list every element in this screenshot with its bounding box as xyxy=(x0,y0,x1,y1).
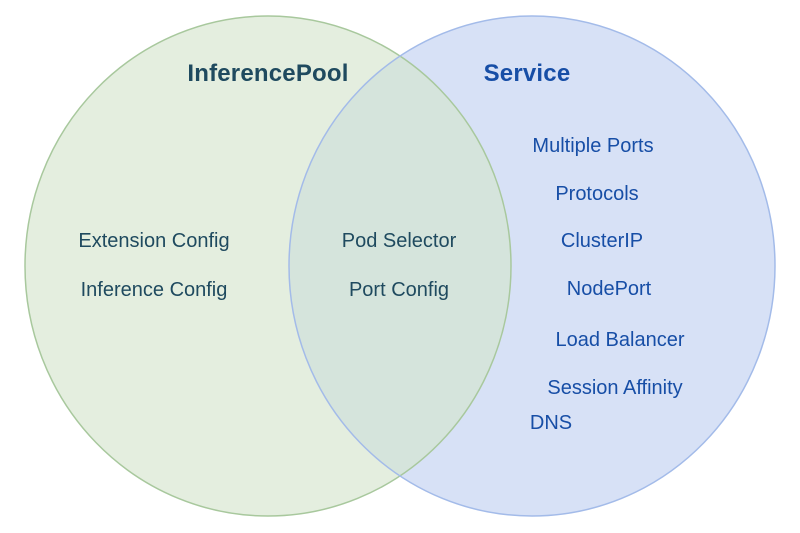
left-circle-outline xyxy=(24,15,512,517)
left-item: Inference Config xyxy=(80,279,228,301)
right-item: Session Affinity xyxy=(547,377,683,399)
left-item: Extension Config xyxy=(78,230,230,252)
right-item: Protocols xyxy=(555,183,639,205)
right-circle-outline xyxy=(288,15,776,517)
right-item: Load Balancer xyxy=(555,329,685,351)
right-circle-title: Service xyxy=(483,60,571,87)
right-item: ClusterIP xyxy=(560,230,644,252)
right-item: NodePort xyxy=(566,278,652,300)
left-circle-title: InferencePool xyxy=(187,60,349,87)
overlap-item: Port Config xyxy=(348,279,450,301)
overlap-region xyxy=(289,16,511,516)
overlap-item: Pod Selector xyxy=(341,230,457,252)
right-item: Multiple Ports xyxy=(532,135,654,157)
right-item: DNS xyxy=(529,412,573,434)
